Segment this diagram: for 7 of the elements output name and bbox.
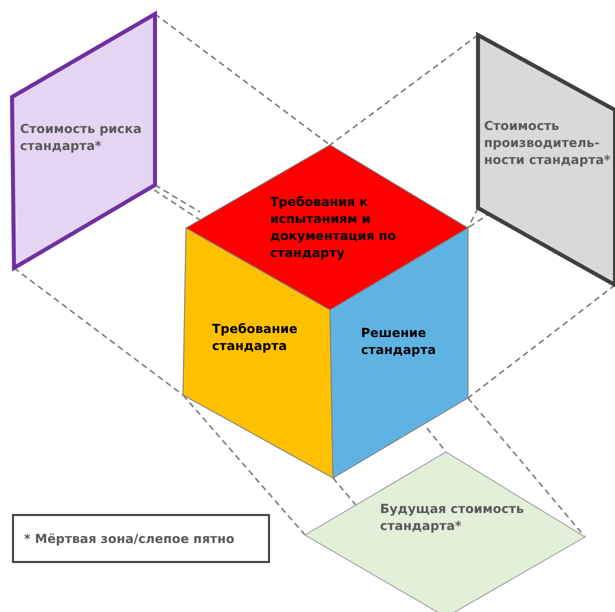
face-label: Требование стандарта <box>212 320 298 354</box>
panel-label: Будущая стоимость стандарта* <box>380 500 525 534</box>
face-label: Требования к испытаниям и документация по стандарту <box>270 193 397 261</box>
footnote-text: * Мёртвая зона/слепое пятно <box>24 530 234 547</box>
face-label: Решение стандарта <box>361 324 437 358</box>
panel-label: Стоимость производитель-ности стандарта* <box>484 117 612 168</box>
panel-label: Стоимость риска стандарта* <box>20 120 143 154</box>
